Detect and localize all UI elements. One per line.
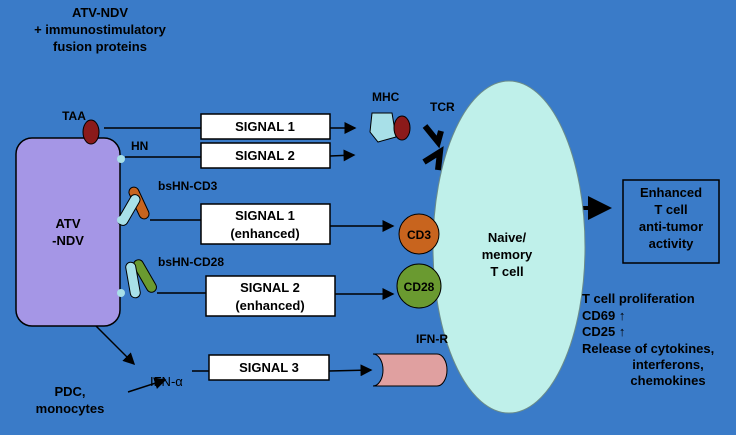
title-line2: + immunostimulatory bbox=[34, 22, 167, 37]
effects-line2: CD69 ↑ bbox=[582, 308, 625, 323]
signal-2-enhanced-line2: (enhanced) bbox=[235, 298, 304, 313]
result-line3: anti-tumor bbox=[639, 219, 703, 234]
signal-1-enhanced-box: SIGNAL 1 (enhanced) bbox=[200, 203, 331, 245]
cd28-label: CD28 bbox=[404, 280, 435, 294]
t-cell-line1: Naive/ bbox=[488, 230, 527, 245]
signal-2-enhanced-line1: SIGNAL 2 bbox=[240, 280, 300, 295]
tcr-label: TCR bbox=[430, 100, 455, 114]
signal-1-box: SIGNAL 1 bbox=[200, 113, 331, 140]
effects-line6: chemokines bbox=[630, 373, 705, 388]
result-box: Enhanced T cell anti-tumor activity bbox=[622, 179, 720, 264]
hn-dot bbox=[117, 155, 125, 163]
signal-2-enhanced-box: SIGNAL 2 (enhanced) bbox=[205, 275, 336, 317]
signal-3-text: SIGNAL 3 bbox=[239, 360, 299, 375]
mhc-label: MHC bbox=[372, 90, 400, 104]
effects-line3: CD25 ↑ bbox=[582, 324, 625, 339]
arrows bbox=[95, 122, 612, 393]
result-line2: T cell bbox=[654, 202, 687, 217]
signal-2-text: SIGNAL 2 bbox=[235, 148, 295, 163]
tcr-receptor bbox=[422, 124, 444, 171]
hn-label: HN bbox=[131, 139, 148, 153]
t-cell-line3: T cell bbox=[490, 264, 523, 279]
mhc-molecule bbox=[369, 112, 411, 143]
signal-2-box: SIGNAL 2 bbox=[200, 142, 331, 169]
effects-line1: T cell proliferation bbox=[582, 291, 695, 306]
effects-line4: Release of cytokines, bbox=[582, 341, 714, 356]
effects-line5: interferons, bbox=[632, 357, 704, 372]
title-line3: fusion proteins bbox=[53, 39, 147, 54]
title-block: ATV-NDV + immunostimulatory fusion prote… bbox=[34, 5, 167, 54]
t-cell-line2: memory bbox=[482, 247, 533, 262]
cd3-receptor: CD3 bbox=[398, 213, 440, 255]
signal-1-enhanced-line1: SIGNAL 1 bbox=[235, 208, 295, 223]
cd28-receptor: CD28 bbox=[396, 263, 442, 309]
cd3-label: CD3 bbox=[407, 228, 431, 242]
bshn-cd3-label: bsHN-CD3 bbox=[158, 179, 218, 193]
ifn-r-receptor bbox=[372, 353, 448, 387]
atv-ndv-body bbox=[15, 137, 121, 327]
pdc-label-line1: PDC, bbox=[54, 384, 85, 399]
result-line4: activity bbox=[649, 236, 695, 251]
ifn-r-label: IFN-R bbox=[416, 332, 448, 346]
signal-1-text: SIGNAL 1 bbox=[235, 119, 295, 134]
pdc-label-line2: monocytes bbox=[36, 401, 105, 416]
effects-list: T cell proliferation CD69 ↑ CD25 ↑ Relea… bbox=[582, 291, 714, 388]
bshn-cd28-molecule bbox=[117, 259, 157, 299]
result-line1: Enhanced bbox=[640, 185, 702, 200]
taa-antigen-shape bbox=[82, 119, 100, 145]
signal-3-box: SIGNAL 3 bbox=[208, 354, 330, 381]
bshn-cd3-molecule bbox=[117, 186, 150, 226]
atv-ndv-label-line2: -NDV bbox=[52, 233, 84, 248]
title-line1: ATV-NDV bbox=[72, 5, 128, 20]
signal-1-enhanced-line2: (enhanced) bbox=[230, 226, 299, 241]
atv-ndv-label-line1: ATV bbox=[55, 216, 80, 231]
ifn-alpha-label: IFN-α bbox=[150, 374, 183, 389]
taa-label: TAA bbox=[62, 109, 86, 123]
bshn-cd28-label: bsHN-CD28 bbox=[158, 255, 224, 269]
